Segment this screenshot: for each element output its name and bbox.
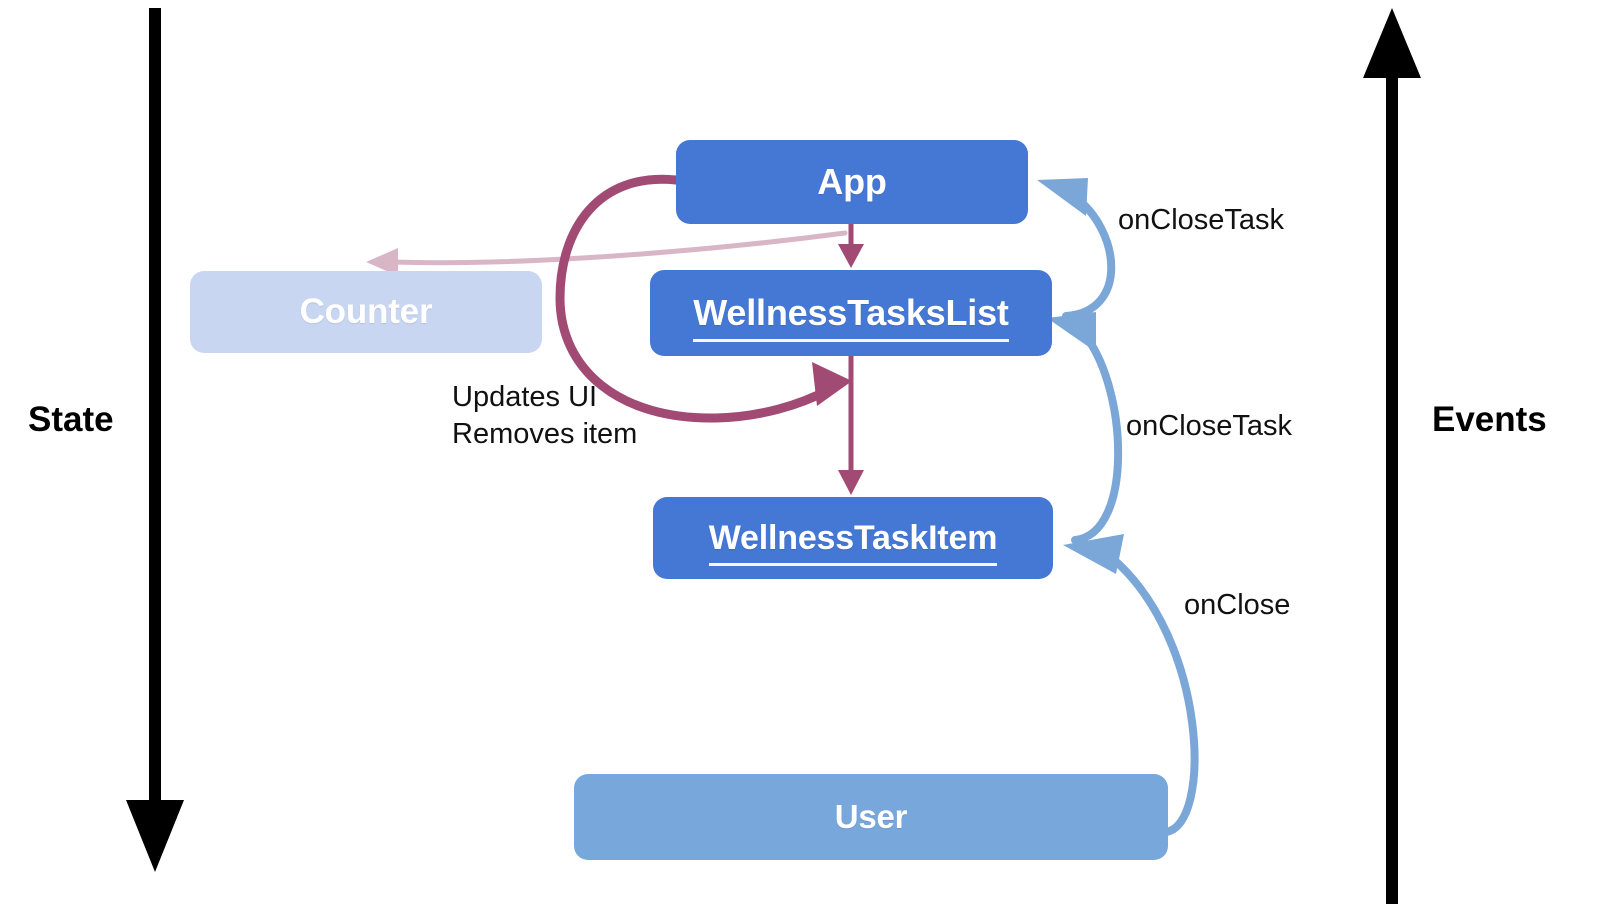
- edge-label-updates-line2: Removes item: [452, 418, 638, 450]
- edge-label-onclosetask-to-app: onCloseTask: [1118, 204, 1285, 236]
- edge-wellnesstaskslist-to-wellnesstaskitem: [838, 354, 864, 495]
- node-app-label: App: [817, 161, 887, 202]
- events-axis-arrow: [1363, 8, 1421, 904]
- node-user-label: User: [834, 798, 908, 835]
- edge-label-onclose-to-item: onClose: [1184, 589, 1291, 621]
- edge-app-to-wellnesstaskslist: [838, 222, 864, 268]
- node-app[interactable]: App: [676, 140, 1028, 224]
- node-wellness-tasks-list-label: WellnessTasksList: [693, 292, 1010, 342]
- edge-user-to-wellnesstaskitem-onclose: [1063, 534, 1199, 836]
- edge-wellnesstaskitem-to-wellnesstaskslist-onclosetask: [1047, 312, 1123, 544]
- axis-label-events: Events: [1432, 400, 1547, 439]
- edge-label-updates-line1: Updates UI: [452, 381, 598, 413]
- edge-app-to-counter: [366, 230, 848, 276]
- node-counter-label: Counter: [299, 292, 433, 331]
- node-wellness-task-item-label: WellnessTaskItem: [708, 518, 998, 566]
- node-user[interactable]: User: [574, 774, 1168, 860]
- edge-label-updates-ui: Updates UI Removes item: [452, 379, 637, 453]
- edge-wellnesstaskslist-to-app-oncloseтask: [1037, 178, 1116, 320]
- edge-updates-ui-loop: [555, 174, 852, 423]
- edge-label-onclosetask-to-list: onCloseTask: [1126, 410, 1293, 442]
- node-wellness-tasks-list[interactable]: WellnessTasksList: [650, 270, 1052, 356]
- node-wellness-task-item[interactable]: WellnessTaskItem: [653, 497, 1053, 579]
- axis-label-state: State: [28, 400, 114, 439]
- state-axis-arrow: [126, 8, 184, 872]
- node-counter[interactable]: Counter: [190, 271, 542, 353]
